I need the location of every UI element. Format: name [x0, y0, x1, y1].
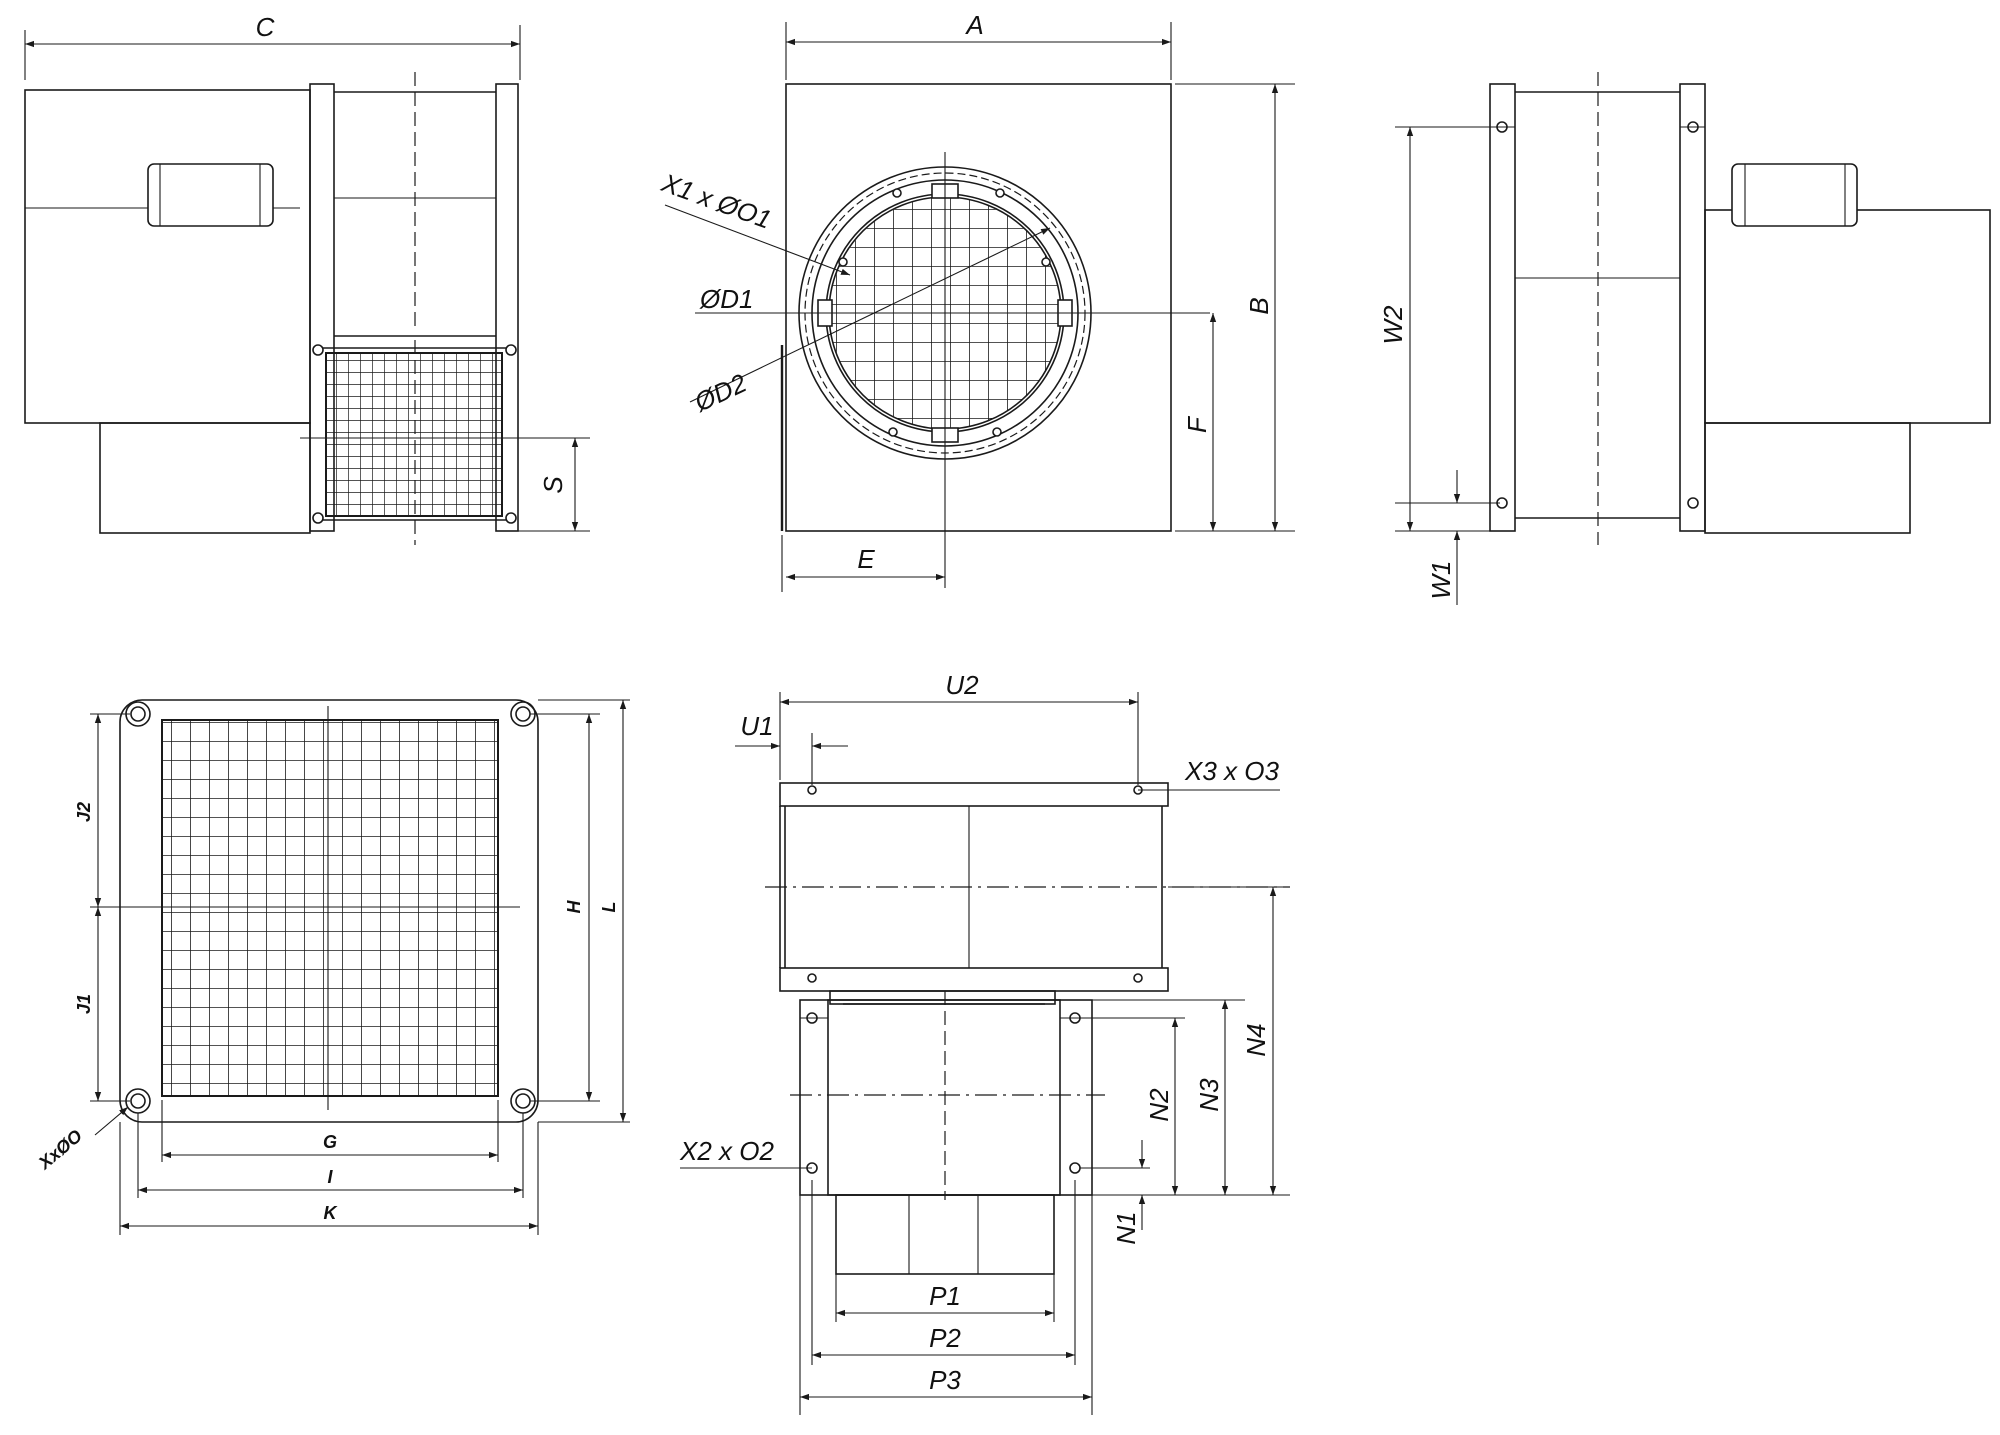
dim-J1-label: J1 [74, 994, 94, 1014]
dim-P1-label: P1 [929, 1281, 961, 1311]
dim-W2-label: W2 [1378, 305, 1408, 345]
side-view-left: C S [24, 12, 590, 545]
label-D2: ØD2 [689, 367, 752, 417]
dim-L-label: L [599, 902, 619, 913]
side-view-right: W2 W1 [1378, 72, 1991, 605]
dim-N1-label: N1 [1111, 1211, 1141, 1244]
front-view: A B F E X1 x ØO1 ØD1 ØD2 [657, 10, 1295, 592]
dim-N3-label: N3 [1194, 1078, 1224, 1112]
dim-F-label: F [1182, 415, 1212, 433]
dim-E-label: E [857, 544, 875, 574]
grille-plate-view: J2 J1 H L G I K XxØO [34, 699, 630, 1235]
dim-A-label: A [964, 10, 983, 40]
dim-N2-label: N2 [1144, 1088, 1174, 1122]
label-X3-O3: X3 x O3 [1184, 756, 1279, 786]
dim-I-label: I [327, 1167, 333, 1187]
top-view: U2 U1 X3 x O3 X2 x O2 N2 N3 N4 N1 P1 P2 [679, 670, 1290, 1415]
dim-P2-label: P2 [929, 1323, 961, 1353]
dim-B-label: B [1244, 297, 1274, 314]
dim-H-label: H [564, 900, 584, 914]
dim-G-label: G [323, 1132, 337, 1152]
dim-U2-label: U2 [945, 670, 979, 700]
label-XxO: XxØO [34, 1126, 86, 1174]
dim-P3-label: P3 [929, 1365, 961, 1395]
dim-N4-label: N4 [1241, 1023, 1271, 1056]
dim-U1-label: U1 [740, 711, 773, 741]
label-X2-O2: X2 x O2 [679, 1136, 774, 1166]
dim-K-label: K [324, 1203, 339, 1223]
dim-J2-label: J2 [74, 802, 94, 822]
dim-S-label: S [538, 476, 568, 494]
label-D1: ØD1 [699, 284, 753, 314]
dim-C-label: C [256, 12, 275, 42]
dim-W1-label: W1 [1426, 561, 1456, 600]
